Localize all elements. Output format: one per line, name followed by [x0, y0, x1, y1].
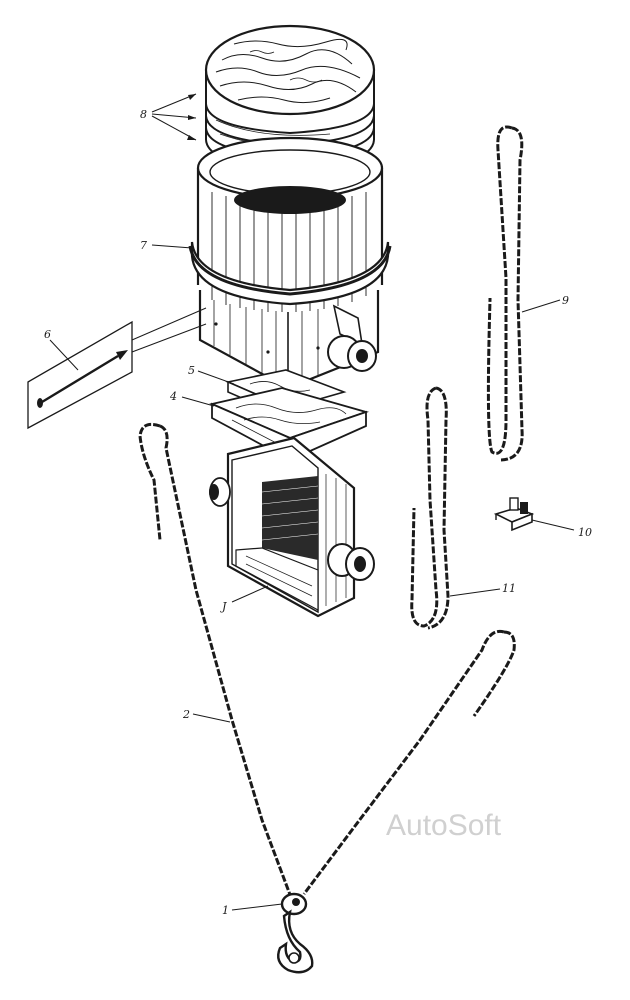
wooden-cylinder-part-7 — [188, 136, 392, 390]
callout-6: 6 — [44, 328, 51, 341]
callout-4: 4 — [169, 390, 177, 403]
nail-part-6 — [27, 307, 207, 430]
loop-cable-part-9 — [486, 125, 524, 462]
callout-1: 1 — [222, 904, 229, 917]
callout-8: 8 — [140, 108, 147, 121]
box-part-3 — [209, 436, 375, 618]
loop-cable-part-11 — [410, 386, 450, 630]
watermark-text: AutoSoft — [386, 809, 502, 842]
callout-labels: 1 2 J 4 5 6 7 8 9 10 11 — [44, 108, 592, 917]
clip-part-10 — [493, 497, 535, 532]
callout-2: 2 — [182, 708, 190, 721]
callout-11: 11 — [502, 582, 516, 595]
callout-9: 9 — [562, 294, 569, 307]
sling-cable-part-2 — [138, 422, 516, 901]
callout-j: J — [220, 600, 227, 613]
leader-arrowheads — [187, 94, 196, 140]
callout-7: 7 — [140, 239, 147, 252]
wooden-discs-part-8 — [204, 24, 376, 172]
hook-part-1 — [277, 892, 314, 974]
side-knob — [327, 335, 377, 372]
callout-10: 10 — [578, 526, 592, 539]
callout-5: 5 — [188, 364, 195, 377]
